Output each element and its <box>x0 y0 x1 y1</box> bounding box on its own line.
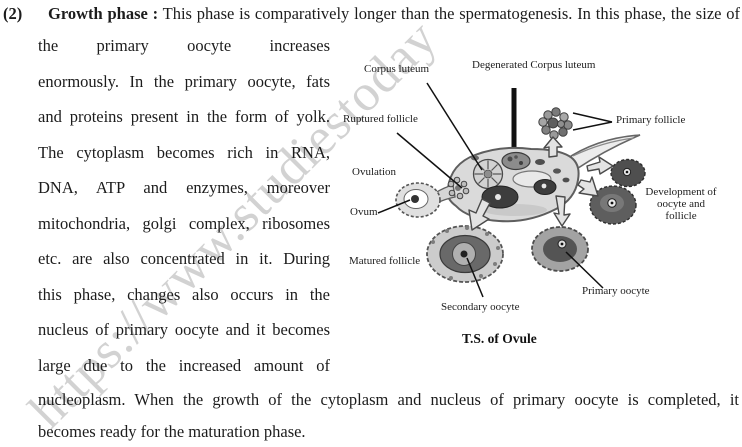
label-pointer-lines <box>377 82 613 298</box>
label-primary-oocyte: Primary oocyte <box>582 285 650 297</box>
diagram-caption: T.S. of Ovule <box>462 331 537 346</box>
line-1-text: This phase is comparatively longer than … <box>162 4 740 23</box>
arrow-down-to-matured-follicle <box>468 198 491 231</box>
text-column: the primary oocyte increases enormously.… <box>38 35 330 390</box>
text-column-line: DNA, ATP and enzymes, moreover <box>38 178 330 197</box>
text-column-line: and proteins present in the form of yolk… <box>38 107 330 126</box>
developing-follicle-2 <box>589 185 637 225</box>
secondary-oocyte-line <box>466 257 484 298</box>
matured-follicle-shape <box>426 225 504 283</box>
ovary-stalk <box>563 134 641 172</box>
text-column-line: mitochondria, golgi complex, ribosomes <box>38 213 330 233</box>
text-column-line: The cytoplasm becomes rich in RNA, <box>38 142 330 162</box>
line-1-body: Growth phase : This phase is comparative… <box>48 3 740 25</box>
paragraph-line-1: (2) Growth phase : This phase is compara… <box>3 3 740 25</box>
degenerated-corpus-luteum-shape <box>501 151 531 171</box>
bottom-text-line: becomes ready for the maturation phase. <box>38 422 306 441</box>
label-ovum: Ovum <box>350 206 378 218</box>
flow-arrows <box>468 136 614 231</box>
arrow-to-follicle-2 <box>577 176 599 197</box>
bottom-text-line: nucleoplasm. When the growth of the cyto… <box>38 390 739 409</box>
text-column-line: nucleus of primary oocyte and it becomes <box>38 320 330 339</box>
text-column-line: etc. are also concentrated in it. During <box>38 249 330 268</box>
ruptured-follicle-shape <box>447 176 470 200</box>
label-ruptured-follicle: Ruptured follicle <box>343 113 418 125</box>
text-column-line: this phase, changes also occurs in the <box>38 284 330 304</box>
label-development-of-oocyte-and-follicle: Development of oocyte and follicle <box>645 186 717 222</box>
bottom-paragraph: nucleoplasm. When the growth of the cyto… <box>38 389 739 447</box>
arrow-right-to-follicle-1 <box>586 156 614 175</box>
label-matured-follicle: Matured follicle <box>349 255 421 267</box>
primary-follicle-shape <box>538 107 573 140</box>
growth-phase-heading: Growth phase : <box>48 4 159 23</box>
label-ovulation: Ovulation <box>352 166 396 178</box>
ovary-diagram-illustration <box>377 82 646 298</box>
inner-follicles <box>471 155 570 209</box>
label-corpus-luteum: Corpus luteum <box>364 63 430 75</box>
label-degenerated-corpus-luteum: Degenerated Corpus luteum <box>472 59 596 71</box>
primary-follicle-line-lower <box>572 121 613 131</box>
ruptured-follicle-line <box>396 132 463 189</box>
corpus-luteum-line <box>426 82 483 171</box>
text-column-line: the primary oocyte increases <box>38 36 330 55</box>
developing-follicle-1 <box>610 158 646 188</box>
ovum-shape <box>395 182 456 218</box>
item-number: (2) <box>3 4 23 23</box>
ovary-diagram: Corpus luteum Degenerated Corpus luteum … <box>335 50 742 360</box>
ovum-line <box>377 199 411 214</box>
arrow-down-to-primary-oocyte <box>553 195 571 227</box>
primary-oocyte-line <box>565 251 604 289</box>
primary-follicle-line-upper <box>572 112 613 123</box>
text-column-line: large due to the increased amount of <box>38 355 330 375</box>
label-primary-follicle: Primary follicle <box>616 114 686 126</box>
label-secondary-oocyte: Secondary oocyte <box>441 301 520 313</box>
arrow-up-to-primary-follicle <box>543 136 563 158</box>
text-column-line: enormously. In the primary oocyte, fats <box>38 71 330 91</box>
